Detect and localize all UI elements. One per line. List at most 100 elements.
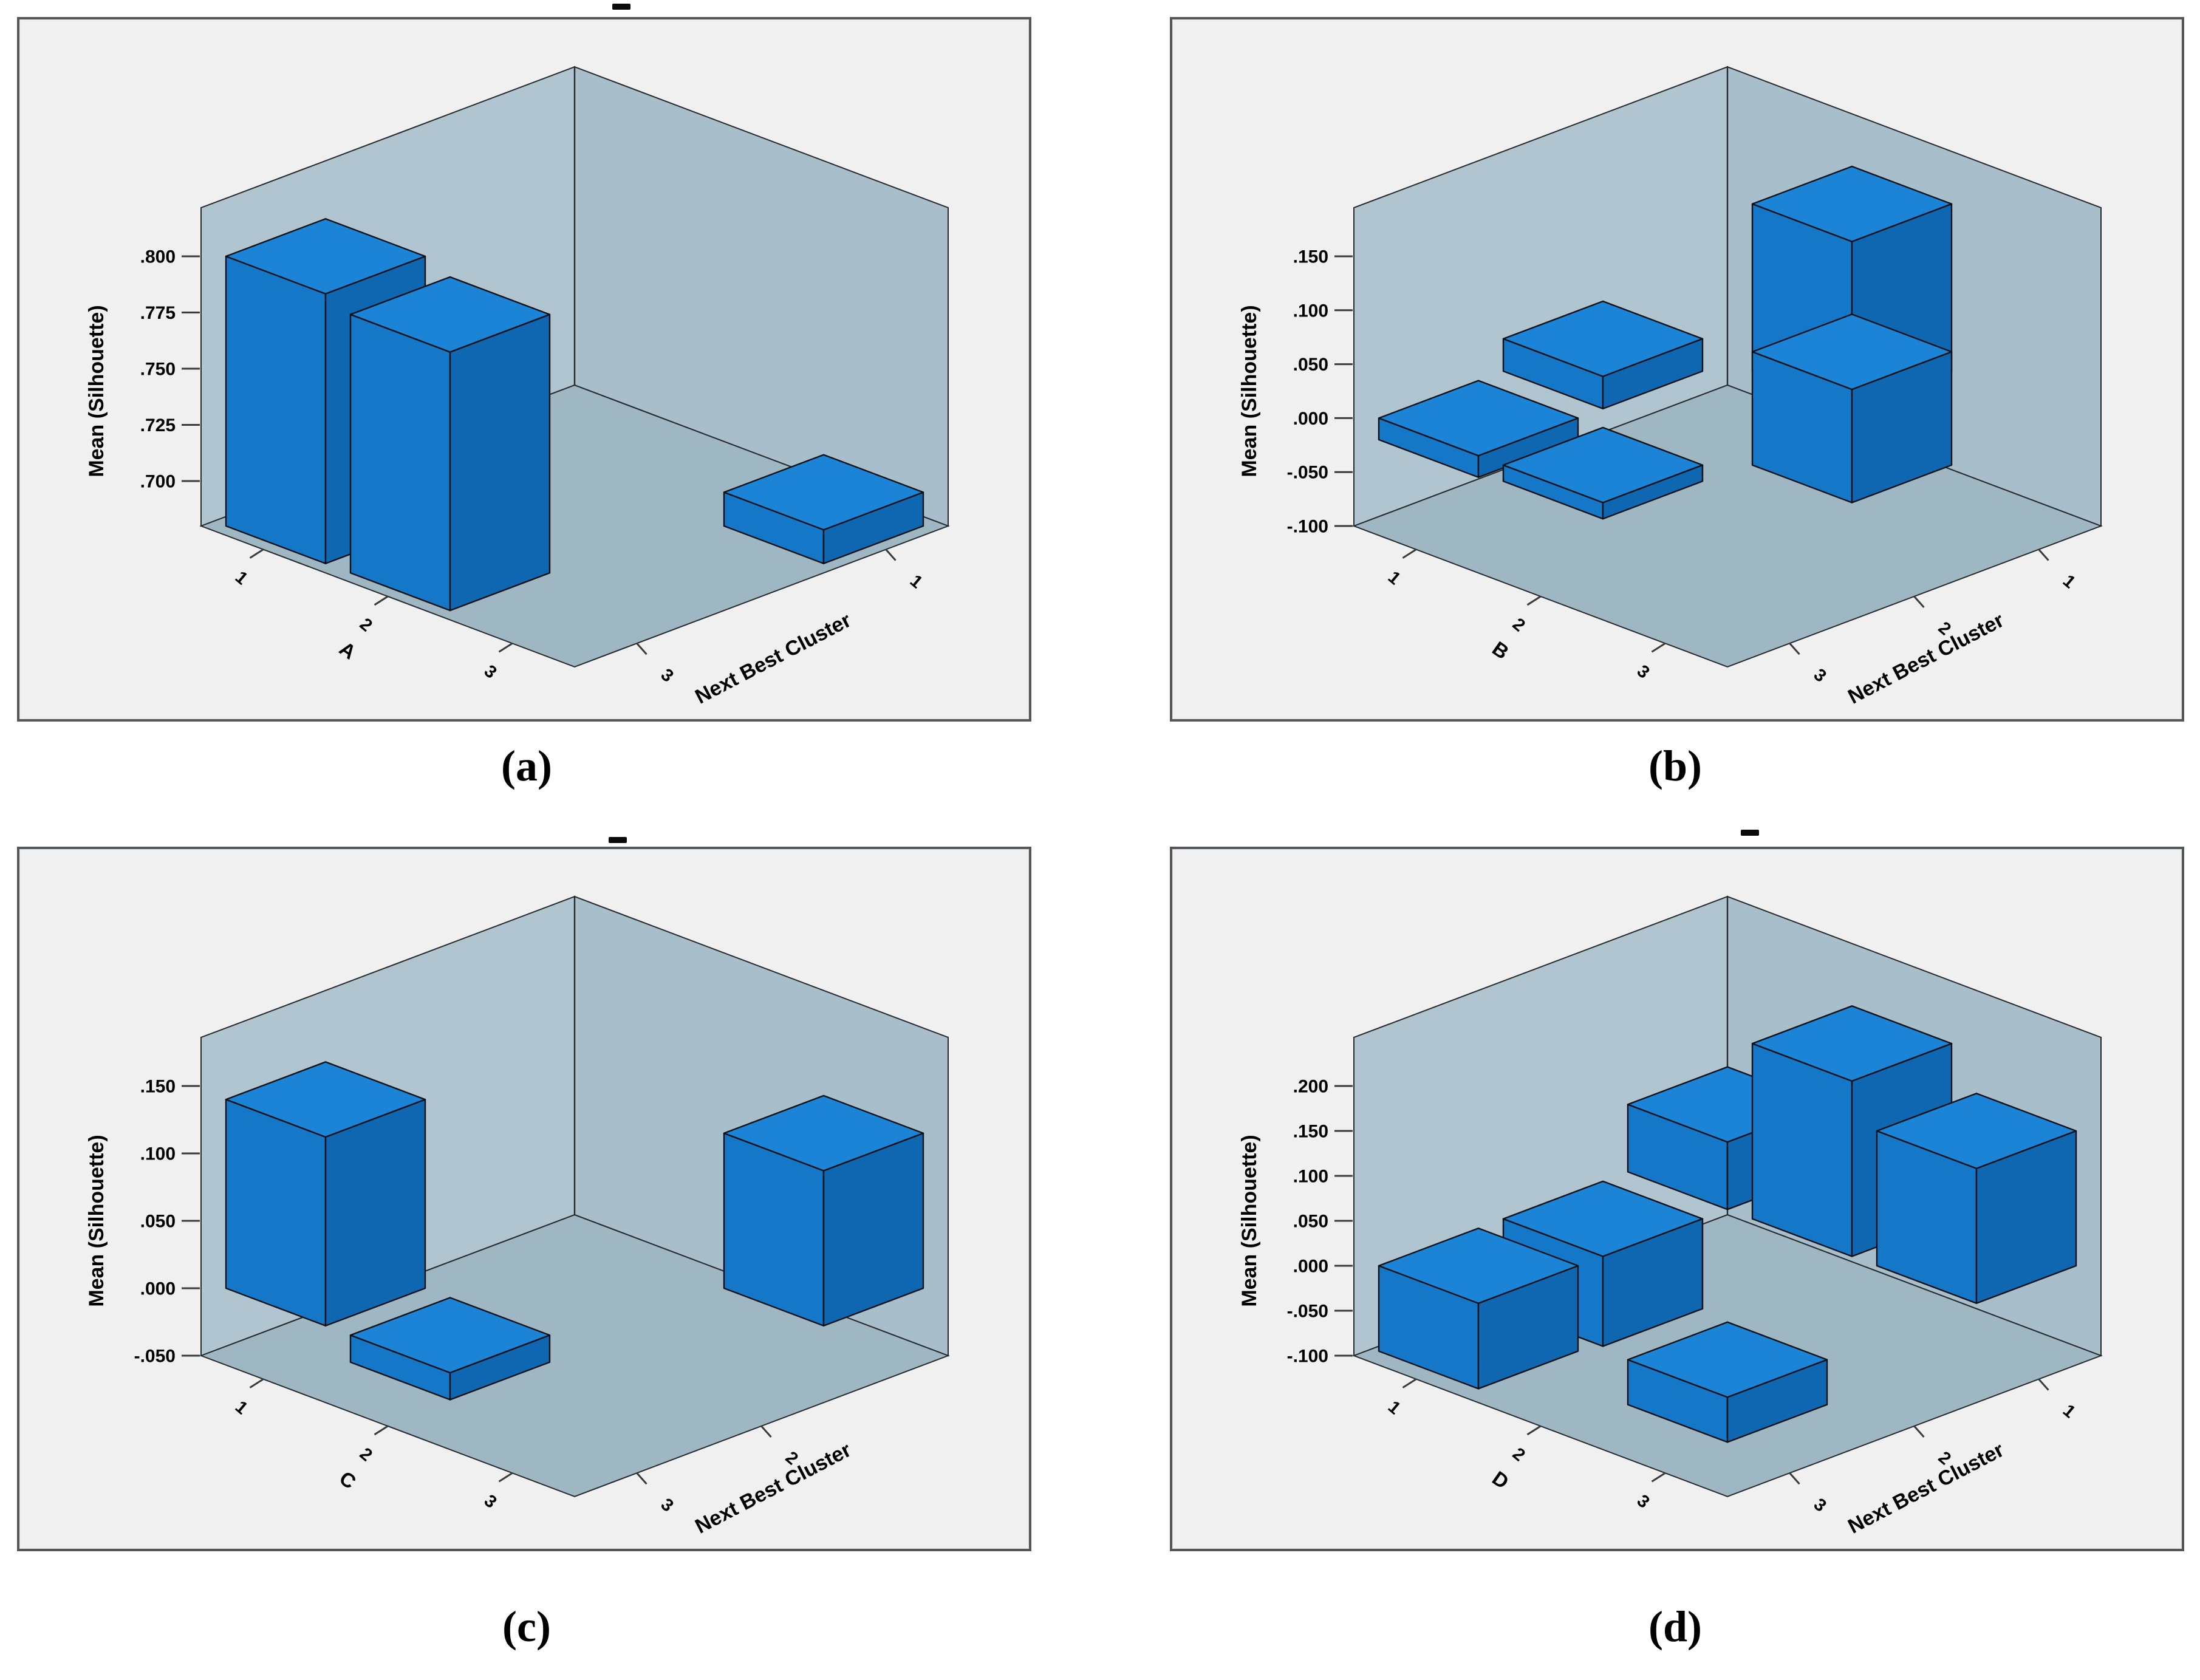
stray-dash-above-a	[612, 4, 630, 10]
value-tick-label: .200	[1293, 1077, 1328, 1097]
col-tick-label: 1	[2059, 571, 2079, 592]
row-tick-label: 2	[356, 1444, 376, 1466]
col-tick-mark	[885, 548, 897, 561]
bars	[1378, 1005, 2077, 1443]
value-axis: .200 .150 .100 .050 .000 -.050 -.100 Mean (Silh…	[1238, 1077, 1353, 1367]
bar-3d-row1-col2	[1502, 300, 1704, 410]
col-tick-mark	[636, 1472, 647, 1485]
bars	[225, 218, 924, 612]
row-tick-label: 3	[480, 1491, 500, 1512]
row-tick-mark	[1402, 1378, 1417, 1388]
bars	[1378, 165, 1953, 520]
value-tick-label: .100	[1293, 1167, 1328, 1187]
row-tick-label: 1	[1384, 1397, 1404, 1418]
value-tick-label: .100	[1293, 301, 1328, 321]
bar-3d-row3-col3	[723, 454, 924, 564]
row-tick-mark	[374, 1425, 389, 1436]
row-tick-mark	[1526, 1425, 1542, 1436]
value-tick-label: .100	[140, 1144, 176, 1164]
row-tick-mark	[1526, 595, 1542, 606]
bar-3d-row3-col1	[1627, 1321, 1828, 1443]
row-tick-label: 1	[1384, 567, 1404, 589]
row-tick-label: 2	[356, 615, 376, 636]
chart-d-3d-bar: .200 .150 .100 .050 .000 -.050 -.100 Mean (Silh…	[1238, 895, 2103, 1538]
value-tick-label: .750	[140, 360, 176, 380]
value-tick-label: -.050	[1287, 1302, 1328, 1322]
value-tick-label: .725	[140, 415, 176, 435]
bar-3d-row1-col1	[1378, 1228, 1579, 1390]
col-tick-label: 1	[2059, 1401, 2079, 1422]
row-tick-mark	[249, 548, 264, 559]
row-tick-mark	[498, 1472, 513, 1483]
row-axis-title: A	[335, 637, 360, 664]
row-tick-mark	[1402, 548, 1417, 559]
row-tick-label: 1	[231, 567, 251, 589]
col-tick-mark	[1913, 595, 1925, 608]
col-axis-title: Next Best Cluster	[691, 609, 855, 709]
row-tick-label: 3	[1633, 1491, 1653, 1512]
value-tick-label: .700	[140, 472, 176, 492]
row-axis-title: C	[335, 1467, 360, 1494]
bar-3d-row3-col3	[723, 1094, 924, 1327]
col-tick-mark	[1913, 1425, 1925, 1438]
value-tick-label: .050	[1293, 355, 1328, 375]
col-tick-label: 3	[1810, 1495, 1830, 1516]
value-tick-label: .000	[140, 1279, 176, 1299]
value-tick-label: .800	[140, 247, 176, 267]
col-tick-label: 3	[657, 665, 677, 686]
bar-3d-row2-col1	[349, 1297, 551, 1401]
row-tick-label: 2	[1509, 1444, 1529, 1466]
value-axis-title: Mean (Silhouette)	[85, 1135, 108, 1306]
value-tick-label: .000	[1293, 1257, 1328, 1277]
caption-c: (c)	[502, 1602, 551, 1651]
bars	[225, 1061, 924, 1401]
caption-a: (a)	[501, 742, 552, 790]
col-tick-mark	[1789, 643, 1800, 655]
bar-3d-row2-col1	[1502, 426, 1704, 520]
bar-3d-row1-col1	[1378, 380, 1579, 478]
plot-frame	[1352, 66, 2103, 668]
col-axis-title: Next Best Cluster	[1844, 609, 2007, 709]
value-axis-title: Mean (Silhouette)	[1238, 1135, 1261, 1306]
col-tick-mark	[2038, 1378, 2049, 1391]
row-tick-label: 3	[480, 661, 500, 683]
col-tick-label: 3	[1810, 665, 1830, 686]
value-tick-label: .050	[1293, 1212, 1328, 1232]
value-tick-label: .775	[140, 303, 176, 323]
caption-d: (d)	[1648, 1602, 1702, 1651]
row-tick-mark	[374, 595, 389, 606]
col-axis-title: Next Best Cluster	[691, 1438, 855, 1538]
value-tick-label: .150	[1293, 247, 1328, 267]
bar-3d-row2-col1	[349, 276, 551, 612]
value-tick-label: -.100	[1287, 1347, 1328, 1367]
col-tick-mark	[2038, 548, 2049, 561]
col-axis-title: Next Best Cluster	[1844, 1438, 2007, 1538]
bar-3d-row3-col3	[1876, 1093, 2077, 1304]
stray-dash-above-c	[609, 837, 627, 843]
col-tick-label: 3	[657, 1495, 677, 1516]
value-tick-label: .150	[1293, 1122, 1328, 1142]
value-tick-label: .000	[1293, 409, 1328, 429]
value-tick-label: -.100	[1287, 517, 1328, 537]
col-tick-mark	[1789, 1472, 1800, 1485]
stray-dash-above-d	[1741, 830, 1759, 836]
col-tick-label: 1	[906, 571, 926, 592]
row-axis-title: B	[1488, 637, 1513, 664]
row-tick-mark	[498, 642, 513, 653]
caption-b: (b)	[1648, 742, 1702, 790]
row-tick-mark	[1651, 1472, 1666, 1483]
row-tick-label: 3	[1633, 661, 1653, 683]
bar-3d-row3-col2	[1751, 313, 1953, 504]
row-axis-title: D	[1488, 1467, 1513, 1494]
value-tick-label: .050	[140, 1212, 176, 1232]
row-tick-label: 2	[1509, 615, 1529, 636]
row-tick-mark	[249, 1378, 264, 1388]
